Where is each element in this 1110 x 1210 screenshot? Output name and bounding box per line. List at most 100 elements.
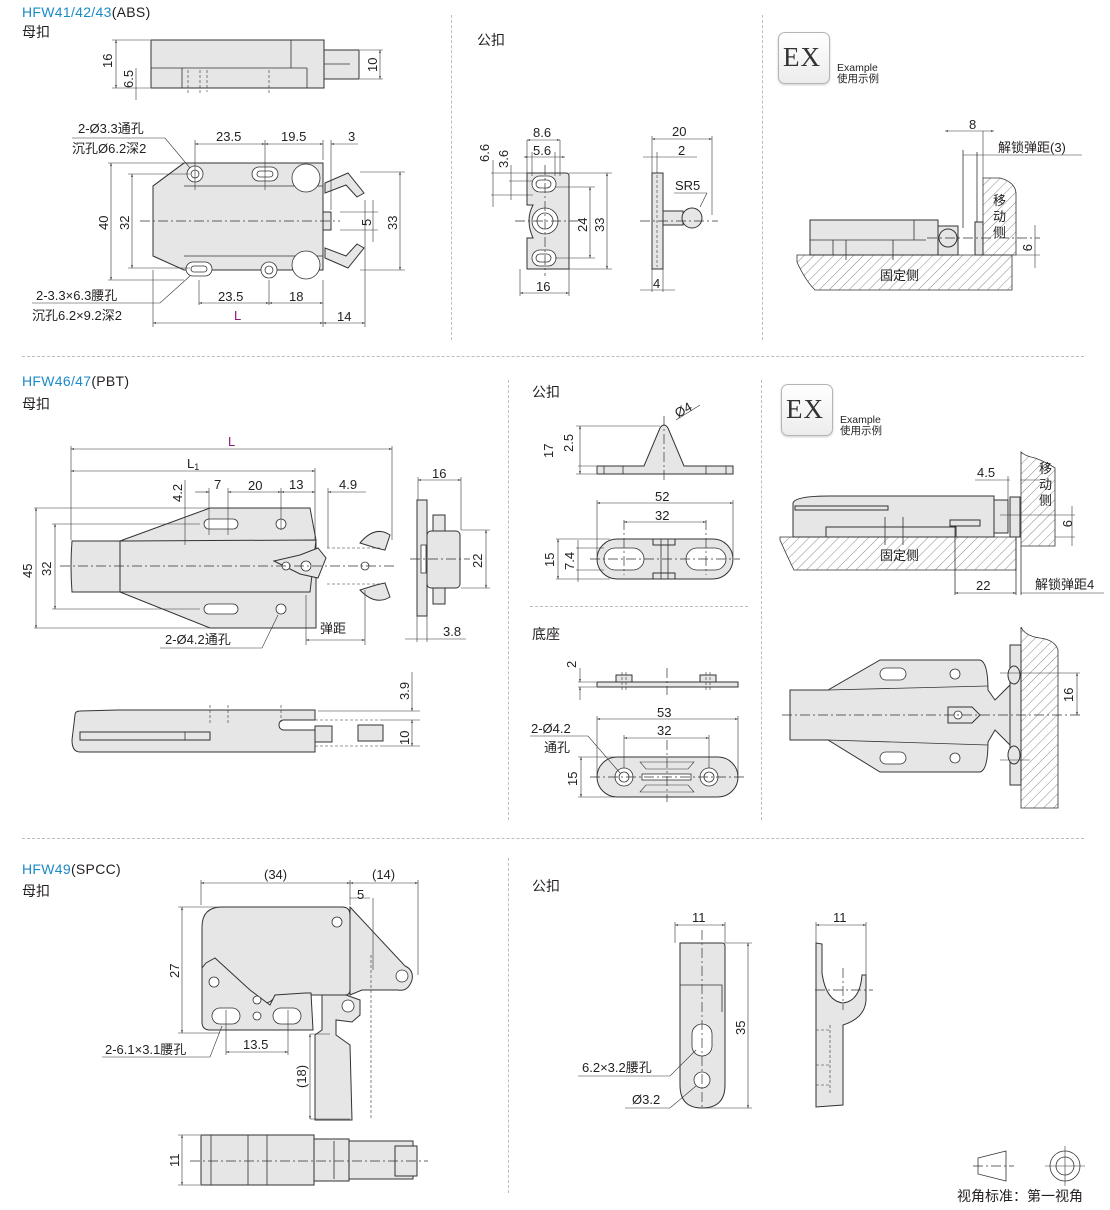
dim-45: 45	[20, 564, 35, 578]
example-badge-text: EX	[783, 42, 821, 72]
section-divider-1	[22, 356, 1084, 357]
dim-22: 22	[976, 578, 990, 593]
moving-side: 移	[993, 193, 1006, 208]
dim-53: 53	[657, 705, 671, 720]
female-label: 母扣	[22, 396, 50, 412]
section-title-hfw46: HFW46/47(PBT)	[22, 373, 129, 389]
dim-34: (34)	[264, 867, 287, 882]
dim-4-9: 4.9	[339, 477, 357, 492]
dim-22: 22	[470, 554, 485, 568]
dim-40: 40	[96, 216, 111, 230]
dim-9: 9	[1020, 244, 1035, 251]
dim-20: 20	[248, 478, 262, 493]
moving-side: 侧	[1039, 493, 1052, 508]
hfw49-female-front-view	[102, 880, 419, 1121]
dim-16: 16	[100, 54, 115, 68]
dim-5-6: 5.6	[533, 143, 551, 158]
dim-10: 10	[365, 58, 380, 72]
model-number: HFW49	[22, 861, 71, 877]
column-divider	[508, 858, 509, 1193]
dim-11: 11	[833, 910, 847, 925]
moving-side: 动	[993, 209, 1006, 224]
section-title-hfw49: HFW49(SPCC)	[22, 861, 121, 877]
fixed-side: 固定侧	[880, 548, 919, 563]
hfw46-male-side-view	[576, 404, 734, 480]
example-caption-cn: 使用示例	[837, 73, 879, 85]
slot-note: 6.2×3.2腰孔	[582, 1060, 652, 1075]
dim-L: L	[234, 308, 241, 323]
slot-note: 沉孔6.2×9.2深2	[32, 308, 122, 323]
dim-33: 33	[385, 216, 400, 230]
dim-L1: L1	[187, 456, 199, 472]
hole-note: 2-Ø3.3通孔	[78, 121, 144, 136]
dim-9: 9	[1060, 520, 1075, 527]
projection-standard-label: 视角标准：第一视角	[957, 1188, 1083, 1204]
dim-16: 16	[536, 279, 550, 294]
dim-2-5: 2.5	[561, 434, 576, 452]
example-badge-text: EX	[786, 394, 824, 424]
dim-4-5: 4.5	[977, 465, 995, 480]
dim-phi4: Ø4	[672, 399, 695, 421]
dim-L1-main: L	[187, 456, 194, 471]
dim-32: 32	[655, 508, 669, 523]
dim-2: 2	[564, 661, 579, 668]
dim-16: 16	[1061, 688, 1076, 702]
example-badge: EX	[781, 384, 833, 436]
column-divider	[761, 380, 762, 820]
dim-23-5: 23.5	[216, 129, 241, 144]
column-divider	[451, 15, 452, 340]
dim-L1-sub: 1	[194, 462, 199, 472]
projection-circles-icon	[1045, 1146, 1085, 1186]
hfw49-female-top-view	[178, 1134, 428, 1186]
dim-15: 15	[542, 553, 557, 567]
dim-2: 2	[678, 143, 685, 158]
hfw46-example-plan-view	[782, 626, 1080, 809]
dim-13-5: 13.5	[243, 1037, 268, 1052]
section-title-hfw41: HFW41/42/43(ABS)	[22, 4, 151, 20]
hfw46-base-side-view	[578, 668, 739, 700]
dim-3-8: 3.8	[443, 624, 461, 639]
hole-note: Ø3.2	[632, 1092, 660, 1107]
male-label: 公扣	[532, 384, 560, 400]
dim-3: 3	[348, 129, 355, 144]
dim-14: 14	[337, 309, 351, 324]
unlock-travel: 解锁弹距4	[1035, 577, 1094, 592]
dim-16: 16	[432, 466, 446, 481]
dim-32: 32	[657, 723, 671, 738]
dim-52: 52	[655, 489, 669, 504]
dim-18: (18)	[294, 1065, 309, 1088]
travel-label: 弹距	[320, 621, 346, 636]
hfw41-male-front-view	[491, 139, 612, 296]
dim-3-9: 3.9	[397, 682, 412, 700]
dim-5: 5	[357, 887, 364, 902]
hfw46-base-top-view	[530, 716, 745, 802]
hole-note: 通孔	[544, 740, 570, 755]
male-label: 公扣	[532, 878, 560, 894]
female-label: 母扣	[22, 24, 50, 40]
example-badge: EX	[778, 32, 830, 84]
hfw46-example-drawing	[779, 451, 1104, 595]
dim-23-5: 23.5	[218, 289, 243, 304]
hfw46-female-bottom-view	[71, 672, 420, 753]
female-label: 母扣	[22, 883, 50, 899]
slot-note: 2-6.1×3.1腰孔	[105, 1042, 186, 1057]
dim-32: 32	[39, 562, 54, 576]
dim-4-2: 4.2	[170, 484, 185, 502]
dim-8-6: 8.6	[533, 125, 551, 140]
dim-19-5: 19.5	[281, 129, 306, 144]
model-number: HFW41/42/43	[22, 4, 112, 20]
section-divider-2	[22, 838, 1084, 839]
hfw49-male-front-view	[578, 922, 752, 1110]
dim-sr5: SR5	[675, 178, 700, 193]
moving-side: 移	[1039, 461, 1052, 476]
base-label: 底座	[532, 626, 560, 642]
hfw41-example-drawing	[796, 130, 1082, 291]
model-number: HFW46/47	[22, 373, 92, 389]
dim-6-5: 6.5	[121, 70, 136, 88]
dim-11: 11	[692, 910, 706, 925]
dim-6-6: 6.6	[477, 144, 492, 162]
subsection-divider	[530, 606, 748, 607]
